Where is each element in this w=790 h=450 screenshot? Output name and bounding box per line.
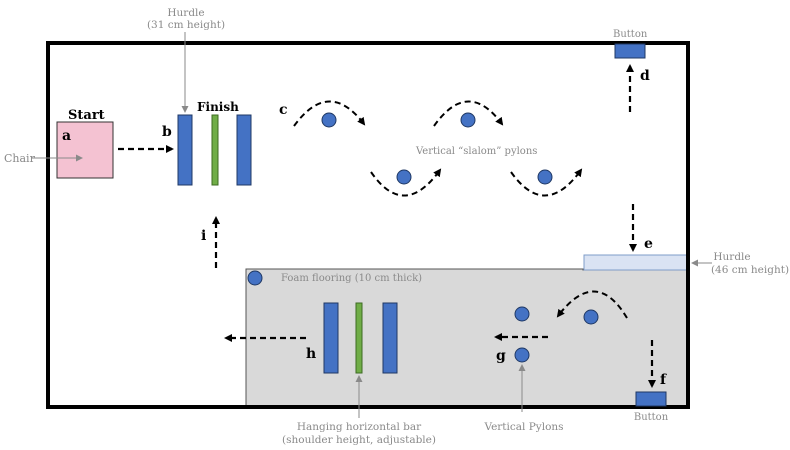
slalom-arc-1 — [293, 100, 366, 127]
slalom-arc-4 — [510, 168, 583, 197]
foam-pylon-arc — [556, 290, 628, 319]
marker-a: a — [62, 128, 71, 144]
hanging-post-right — [382, 302, 398, 374]
hurdle-46cm — [583, 254, 689, 271]
foam-pylon-1 — [514, 306, 530, 322]
finish-bar — [211, 114, 219, 186]
finish-label: Finish — [197, 100, 239, 114]
marker-d: d — [640, 68, 650, 84]
foam-flooring-label: Foam flooring (10 cm thick) — [281, 273, 422, 284]
marker-b: b — [162, 124, 172, 140]
foam-corner-pylon — [247, 270, 263, 286]
marker-e: e — [644, 236, 653, 252]
slalom-label: Vertical “slalom” pylons — [415, 146, 537, 157]
slalom-arc-2 — [370, 168, 442, 197]
foam-flooring-area — [245, 268, 689, 408]
marker-f: f — [660, 372, 667, 388]
marker-g: g — [496, 348, 506, 364]
slalom-pylon-1 — [321, 112, 337, 128]
marker-c: c — [279, 102, 288, 118]
finish-post-right — [236, 114, 252, 186]
hurdle-right-height: (46 cm height) — [711, 264, 789, 276]
hurdle-top-height: (31 cm height) — [147, 19, 225, 31]
foam-pylon-2 — [583, 309, 599, 325]
hanging-bar-label-1: Hanging horizontal bar — [297, 421, 422, 433]
slalom-pylon-4 — [537, 169, 553, 185]
slalom-pylon-2 — [396, 169, 412, 185]
hanging-bar-label-2: (shoulder height, adjustable) — [282, 434, 436, 446]
hurdle-right-title: Hurdle — [713, 251, 750, 263]
button-top-label: Button — [613, 29, 648, 40]
button-bottom — [635, 391, 667, 407]
chair — [56, 121, 114, 179]
start-label: Start — [68, 108, 105, 123]
marker-h: h — [306, 346, 316, 362]
marker-i: i — [201, 228, 206, 244]
button-top — [614, 43, 646, 59]
foam-pylon-3 — [514, 347, 530, 363]
hanging-post-left — [323, 302, 339, 374]
vertical-pylons-label: Vertical Pylons — [483, 421, 563, 433]
finish-post-left — [177, 114, 193, 186]
slalom-arc-3 — [433, 100, 504, 127]
slalom-pylon-3 — [460, 112, 476, 128]
hanging-bar — [355, 302, 363, 374]
hurdle-top-title: Hurdle — [167, 7, 204, 19]
chair-label: Chair — [4, 152, 36, 165]
room-border — [46, 41, 690, 409]
button-bottom-label: Button — [634, 412, 669, 423]
